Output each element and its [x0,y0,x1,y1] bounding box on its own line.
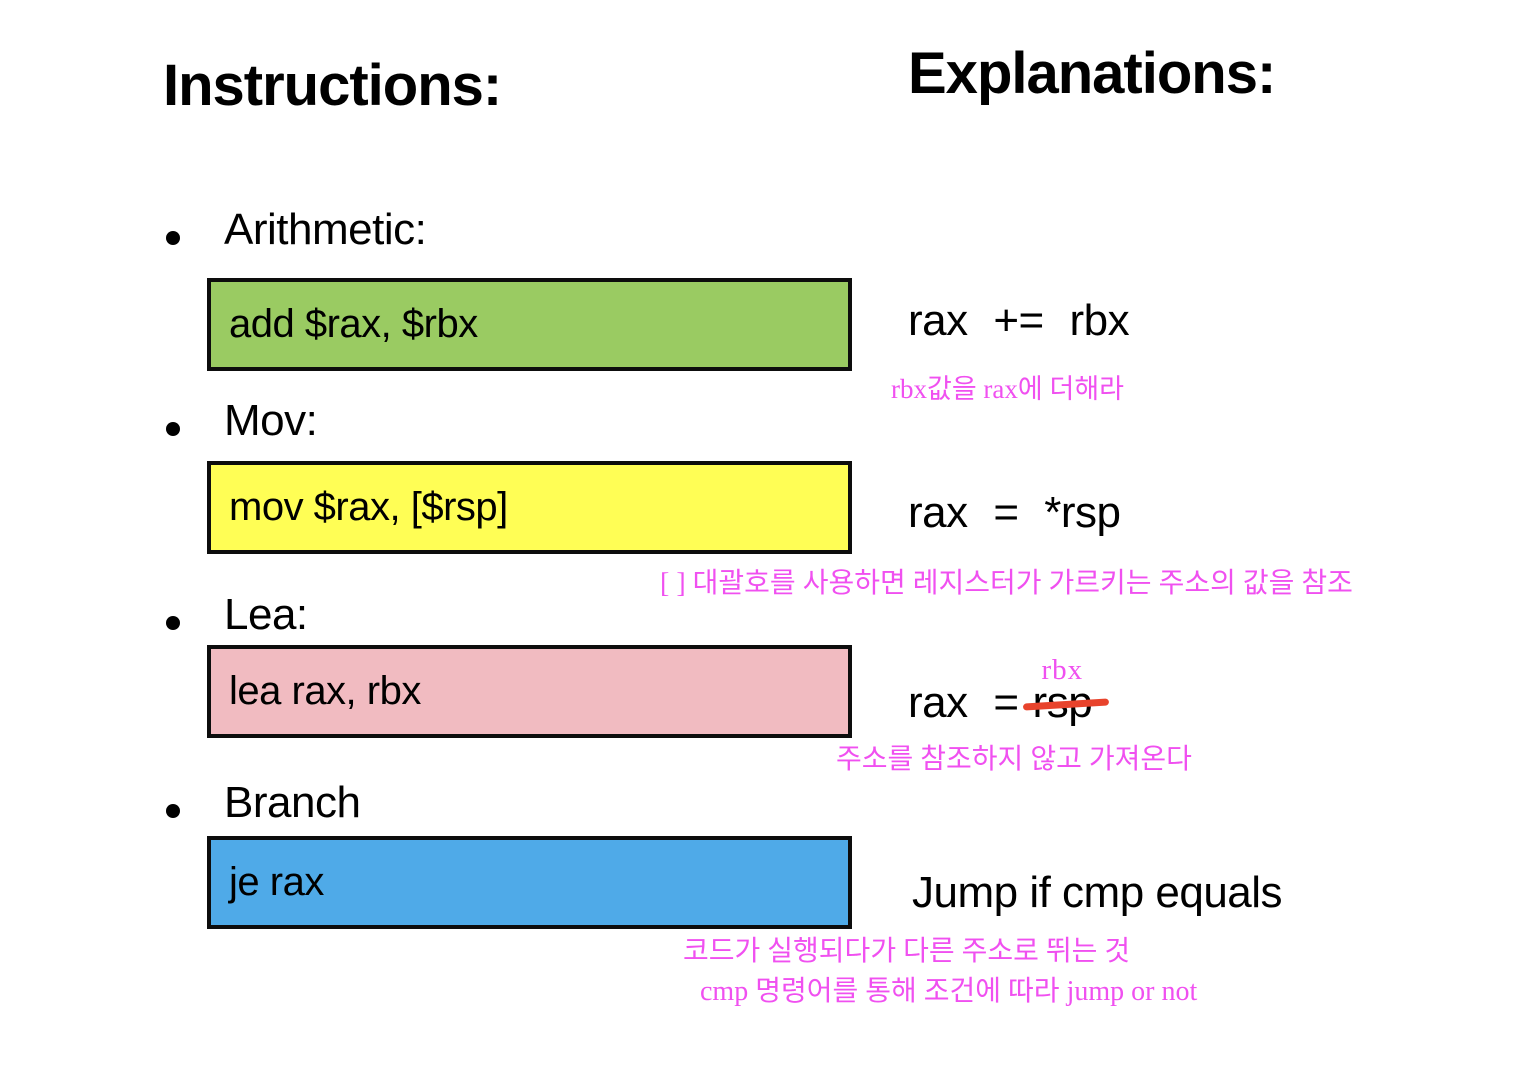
code-box-branch: je rax [207,836,852,929]
code-text-lea: lea rax, rbx [229,669,421,713]
bullet-dot [166,616,180,630]
replacement-text: rbx [1041,654,1084,686]
annotation-lea: 주소를 참조하지 않고 가져온다 [836,744,1192,775]
explanation-mov: rax = *rsp [908,488,1121,537]
explanation-lea: rax = rsp rbx [908,654,1109,728]
annotation-branch-line1: 코드가 실행되다가 다른 주소로 뛰는 것 [683,936,1131,967]
strikethrough-term: rsp rbx [1022,654,1109,728]
bullet-item-mov: Mov: [224,396,318,445]
explanation-arithmetic: rax += rbx [908,296,1130,345]
explanations-title: Explanations: [908,41,1276,106]
annotation-arithmetic: rbx값을 rax에 더해라 [891,374,1125,404]
bullet-item-branch: Branch [224,778,361,827]
code-text-arithmetic: add $rax, $rbx [229,302,478,346]
bullet-dot [166,804,180,818]
explanation-branch: Jump if cmp equals [912,868,1283,917]
code-box-arithmetic: add $rax, $rbx [207,278,852,371]
bullet-item-lea: Lea: [224,590,308,639]
bullet-dot [166,231,180,245]
code-text-branch: je rax [229,860,324,904]
code-text-mov: mov $rax, [$rsp] [229,485,508,529]
annotation-branch-line2: cmp 명령어를 통해 조건에 따라 jump or not [700,976,1198,1007]
annotation-mov: [ ] 대괄호를 사용하면 레지스터가 가르키는 주소의 값을 참조 [660,568,1353,599]
bullet-dot [166,422,180,436]
code-box-mov: mov $rax, [$rsp] [207,461,852,554]
bullet-item-arithmetic: Arithmetic: [224,205,427,254]
code-box-lea: lea rax, rbx [207,645,852,738]
instructions-title: Instructions: [163,53,502,118]
explanation-lea-prefix: rax = [908,678,1019,727]
